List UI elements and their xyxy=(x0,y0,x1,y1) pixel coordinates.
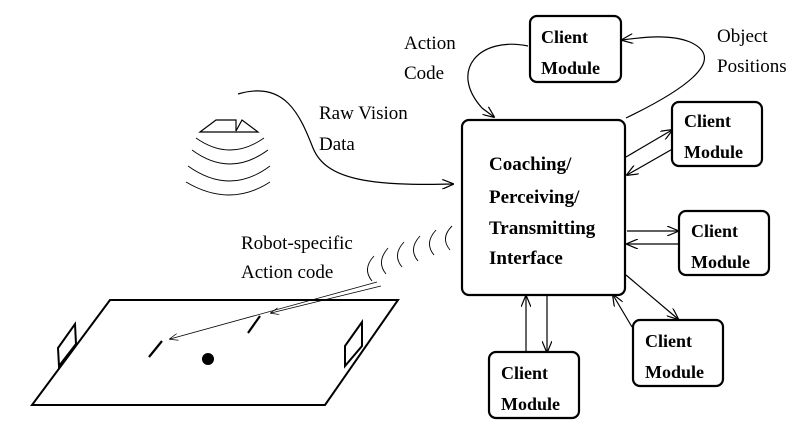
svg-text:Client: Client xyxy=(691,221,738,241)
client-module-top: Client Module xyxy=(528,14,623,84)
svg-text:Module: Module xyxy=(691,252,750,272)
client-module-right-2: Client Module xyxy=(677,209,771,277)
object-positions-label-1: Object xyxy=(717,26,768,47)
raw-vision-data-label-2: Data xyxy=(319,134,355,155)
action-code-arrow xyxy=(467,43,529,117)
camera-icon xyxy=(185,119,271,196)
svg-text:Module: Module xyxy=(645,362,704,382)
client-module-bottom: Client Module xyxy=(487,350,581,420)
raw-vision-data-arrow xyxy=(237,90,453,185)
raw-vision-data-label-1: Raw Vision xyxy=(319,103,408,124)
svg-text:Module: Module xyxy=(684,142,743,162)
robot-action-arrows xyxy=(170,281,382,339)
interface-line-4: Interface xyxy=(489,248,563,269)
left-goal xyxy=(56,321,78,369)
right-goal xyxy=(344,318,363,369)
object-positions-arrow xyxy=(622,37,705,119)
robot-left xyxy=(148,340,163,358)
object-positions-label-2: Positions xyxy=(717,56,787,77)
svg-text:Module: Module xyxy=(501,394,560,414)
client-module-right-1: Client Module xyxy=(670,100,764,168)
svg-text:Module: Module xyxy=(541,58,600,78)
interface-box: Coaching/ Perceiving/ Transmitting Inter… xyxy=(460,118,627,297)
soccer-field xyxy=(30,299,400,406)
robot-right xyxy=(247,315,261,334)
interface-line-3: Transmitting xyxy=(489,218,596,239)
interface-line-1: Coaching/ xyxy=(489,154,572,175)
svg-text:Client: Client xyxy=(645,331,692,351)
action-code-label-1: Action xyxy=(404,33,456,54)
robot-action-code-label-1: Robot-specific xyxy=(241,233,353,254)
client-module-bottom-right: Client Module xyxy=(631,318,725,388)
svg-text:Client: Client xyxy=(541,27,588,47)
ball xyxy=(202,353,214,365)
transmission-waves-icon xyxy=(367,225,453,282)
robot-action-code-label-2: Action code xyxy=(241,262,333,283)
action-code-label-2: Code xyxy=(404,63,444,84)
interface-line-2: Perceiving/ xyxy=(489,187,580,208)
client-links xyxy=(526,130,678,352)
svg-text:Client: Client xyxy=(684,111,731,131)
svg-text:Client: Client xyxy=(501,363,548,383)
